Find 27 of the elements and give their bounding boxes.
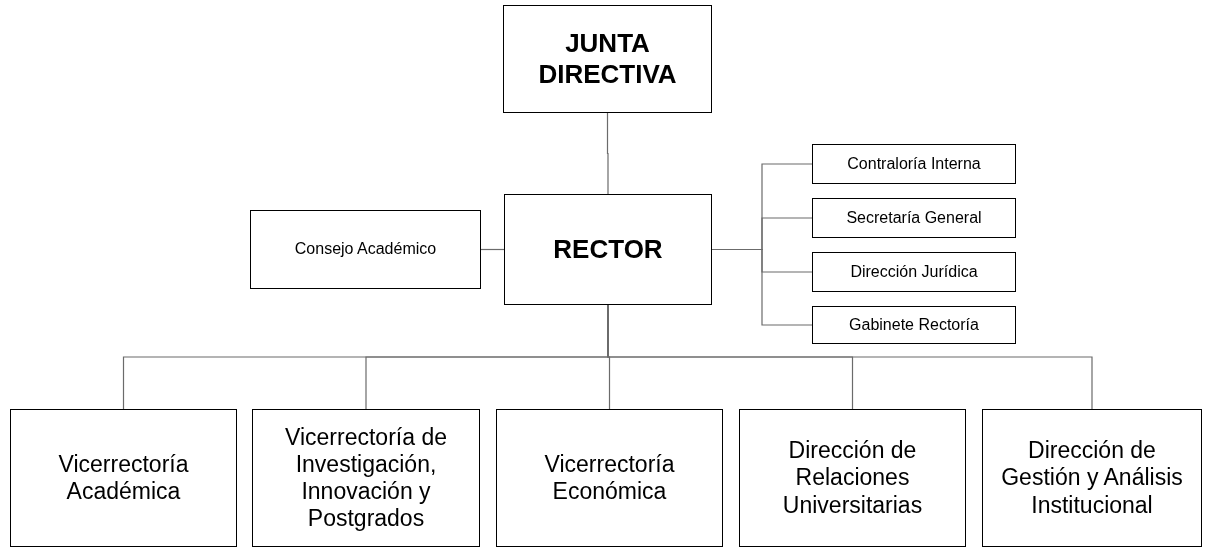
office-box bbox=[812, 252, 1016, 292]
department-box bbox=[982, 409, 1202, 547]
unit-name: JUNTA DIRECTIVA bbox=[537, 28, 678, 90]
unit-name: RECTOR bbox=[553, 234, 663, 265]
department-box bbox=[10, 409, 237, 547]
council-box bbox=[250, 210, 481, 289]
connector-line bbox=[606, 112, 609, 195]
connector-line bbox=[480, 248, 505, 251]
office-box bbox=[812, 198, 1016, 238]
unit-name: Consejo Académico bbox=[294, 240, 437, 259]
department-box bbox=[252, 409, 480, 547]
unit-name: Contraloría Interna bbox=[847, 154, 981, 174]
unit-name: Dirección de Gestión y Análisis Institucional bbox=[1000, 437, 1184, 519]
rector-box bbox=[504, 194, 712, 305]
office-box bbox=[812, 144, 1016, 184]
unit-name: Dirección de Relaciones Universitarias bbox=[781, 437, 924, 519]
unit-name: Vicerrectoría Académica bbox=[57, 450, 190, 506]
unit-name: Gabinete Rectoría bbox=[849, 315, 979, 335]
unit-name: Dirección Jurídica bbox=[850, 262, 978, 282]
office-box bbox=[812, 306, 1016, 344]
unit-name: Vicerrectoría de Investigación, Innovación y Postgrados bbox=[284, 423, 448, 533]
unit-name: Vicerrectoría Económica bbox=[543, 450, 676, 506]
department-box bbox=[496, 409, 723, 547]
board-box bbox=[503, 5, 712, 113]
department-box bbox=[739, 409, 966, 547]
unit-name: Secretaría General bbox=[846, 208, 982, 228]
connector-line bbox=[711, 248, 813, 326]
